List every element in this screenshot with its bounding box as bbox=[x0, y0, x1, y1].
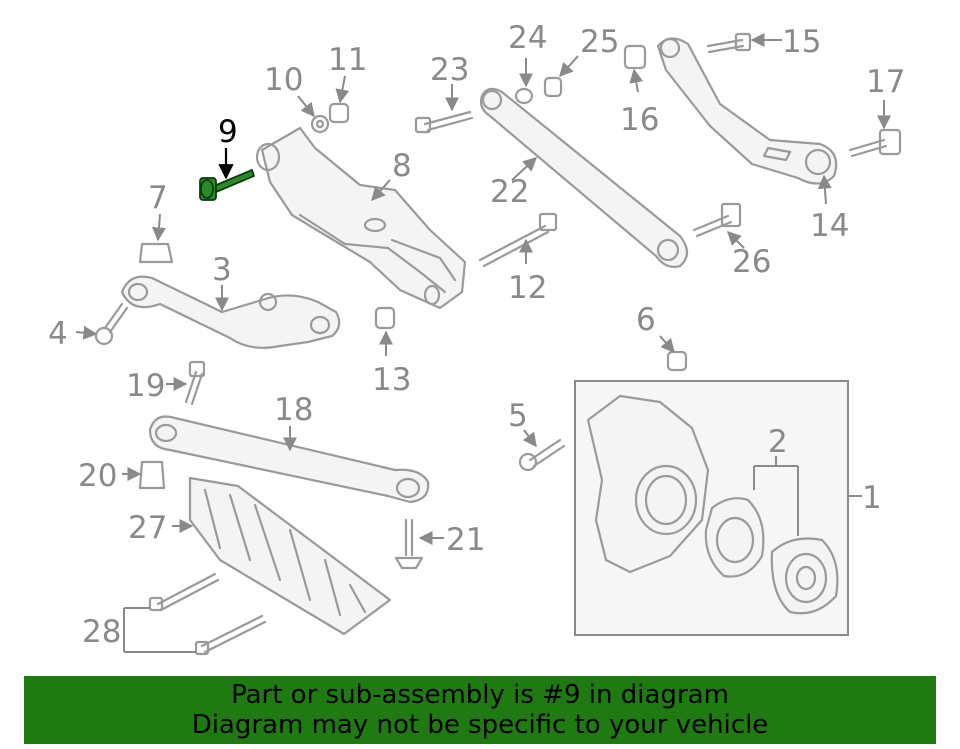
notice-line-1: Part or sub-assembly is #9 in diagram bbox=[231, 680, 729, 710]
bolt-part-12[interactable] bbox=[478, 212, 558, 268]
callout-19: 19 bbox=[126, 368, 165, 404]
nut-part-6[interactable] bbox=[666, 350, 688, 372]
callout-7: 7 bbox=[148, 180, 168, 216]
washer-part-24[interactable] bbox=[514, 87, 534, 105]
shield-part-27[interactable] bbox=[188, 476, 392, 636]
callout-11: 11 bbox=[328, 42, 367, 78]
bolt-part-5[interactable] bbox=[518, 438, 566, 472]
bolt-part-17[interactable] bbox=[848, 128, 902, 158]
bolt-part-21[interactable] bbox=[394, 518, 424, 570]
control-arm-part-8[interactable] bbox=[255, 126, 467, 310]
trailing-arm-part-14[interactable] bbox=[656, 37, 838, 185]
bolt-part-26[interactable] bbox=[692, 202, 742, 238]
callout-10: 10 bbox=[264, 62, 303, 98]
callout-1: 1 bbox=[862, 480, 882, 516]
callout-14: 14 bbox=[810, 208, 849, 244]
bushing-part-20[interactable] bbox=[138, 460, 166, 490]
callout-24: 24 bbox=[508, 20, 547, 56]
bolt-part-9-highlighted[interactable] bbox=[199, 168, 256, 201]
notice-banner: Part or sub-assembly is #9 in diagram Di… bbox=[24, 676, 936, 744]
lateral-link-part-18[interactable] bbox=[148, 415, 430, 504]
toe-link-part-22[interactable] bbox=[479, 87, 689, 268]
callout-27: 27 bbox=[128, 510, 167, 546]
nut-part-13[interactable] bbox=[374, 306, 396, 330]
knuckle-assembly-part-1[interactable] bbox=[574, 380, 849, 636]
callout-20: 20 bbox=[78, 458, 117, 494]
bolt-part-19[interactable] bbox=[184, 360, 206, 406]
nut-part-16[interactable] bbox=[623, 44, 647, 70]
bolt-part-23[interactable] bbox=[414, 110, 474, 134]
nut-part-25[interactable] bbox=[543, 76, 563, 98]
control-arm-part-3[interactable] bbox=[120, 275, 341, 349]
callout-13: 13 bbox=[372, 362, 411, 398]
callout-26: 26 bbox=[732, 244, 771, 280]
nut-part-10[interactable] bbox=[310, 114, 330, 134]
callout-15: 15 bbox=[782, 24, 821, 60]
callout-9: 9 bbox=[218, 114, 238, 150]
callout-5: 5 bbox=[508, 398, 528, 434]
bushing-part-7[interactable] bbox=[138, 242, 174, 264]
callout-6: 6 bbox=[636, 302, 656, 338]
callout-16: 16 bbox=[620, 102, 659, 138]
leader-lines bbox=[75, 33, 891, 653]
callout-3: 3 bbox=[212, 252, 232, 288]
bolt-part-15[interactable] bbox=[706, 32, 752, 54]
callout-25: 25 bbox=[580, 24, 619, 60]
callout-22: 22 bbox=[490, 174, 529, 210]
callout-8: 8 bbox=[392, 148, 412, 184]
nut-part-11[interactable] bbox=[328, 102, 350, 124]
callout-17: 17 bbox=[866, 64, 905, 100]
callout-2: 2 bbox=[768, 424, 788, 460]
callout-23: 23 bbox=[430, 52, 469, 88]
callout-28: 28 bbox=[82, 614, 121, 650]
notice-line-2: Diagram may not be specific to your vehi… bbox=[191, 710, 769, 740]
callout-18: 18 bbox=[274, 392, 313, 428]
callout-21: 21 bbox=[446, 522, 485, 558]
bolt-part-28[interactable] bbox=[148, 572, 267, 656]
callout-4: 4 bbox=[48, 316, 68, 352]
callout-12: 12 bbox=[508, 270, 547, 306]
bolt-part-4[interactable] bbox=[94, 302, 129, 346]
